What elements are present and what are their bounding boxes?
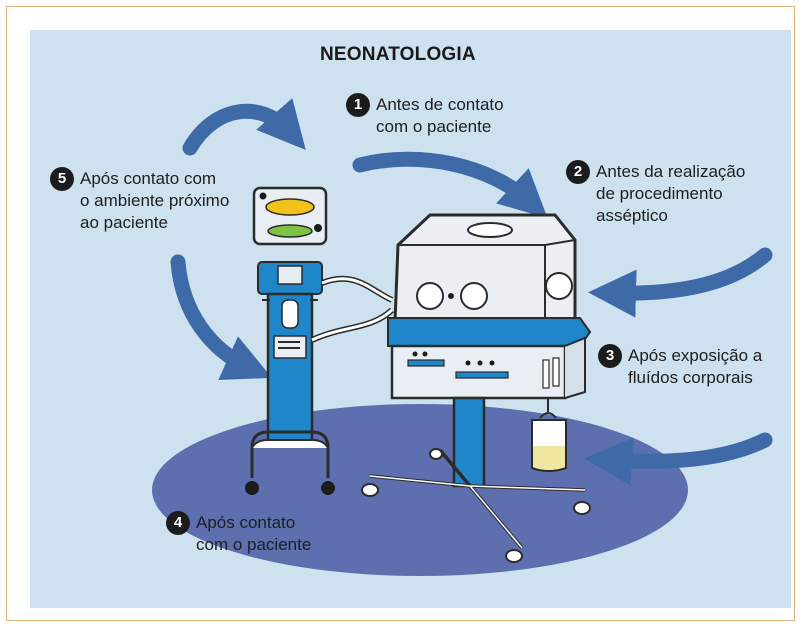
moment-3-line-2: fluídos corporais xyxy=(628,368,753,387)
moment-5-line-1: Após contato com xyxy=(80,169,217,188)
moment-2-line-3: asséptico xyxy=(596,206,668,225)
arrow-moment-5 xyxy=(170,254,272,381)
moment-2-line-1: Antes da realização xyxy=(596,162,746,181)
tube-lower-inner xyxy=(311,308,394,342)
incubator xyxy=(361,213,592,563)
moment-1-line-2: com o paciente xyxy=(376,117,492,136)
moment-1-line-1: Antes de contato xyxy=(376,95,504,114)
moment-5-line-2: o ambiente próximo xyxy=(80,191,230,210)
arrow-moment-2 xyxy=(588,247,773,318)
moment-5-badge: 5 xyxy=(50,167,74,191)
moment-5-line-3: ao paciente xyxy=(80,213,168,232)
moment-3-label: Após exposição a fluídos corporais xyxy=(628,345,762,389)
diagram-title: NEONATOLOGIA xyxy=(320,44,476,65)
moment-4-badge: 4 xyxy=(166,511,190,535)
arrow-top-left xyxy=(182,98,306,156)
moment-5-label: Após contato com o ambiente próximo ao p… xyxy=(80,168,229,234)
moment-1-label: Antes de contato com o paciente xyxy=(376,94,504,138)
moment-4-label: Após contato com o paciente xyxy=(196,512,311,556)
moment-3-line-1: Após exposição a xyxy=(628,346,763,365)
arrow-moment-1 xyxy=(352,151,548,219)
moment-2-badge: 2 xyxy=(566,160,590,184)
moment-4-line-2: com o paciente xyxy=(196,535,312,554)
moment-2-label: Antes da realização de procedimento assé… xyxy=(596,161,745,227)
moment-3-badge: 3 xyxy=(598,344,622,368)
moment-2-line-2: de procedimento xyxy=(596,184,723,203)
arrow-moment-3 xyxy=(584,432,773,486)
moment-1-badge: 1 xyxy=(346,93,370,117)
ventilator xyxy=(245,186,335,495)
tube-upper-inner xyxy=(321,277,393,302)
moment-4-line-1: Após contato xyxy=(196,513,296,532)
